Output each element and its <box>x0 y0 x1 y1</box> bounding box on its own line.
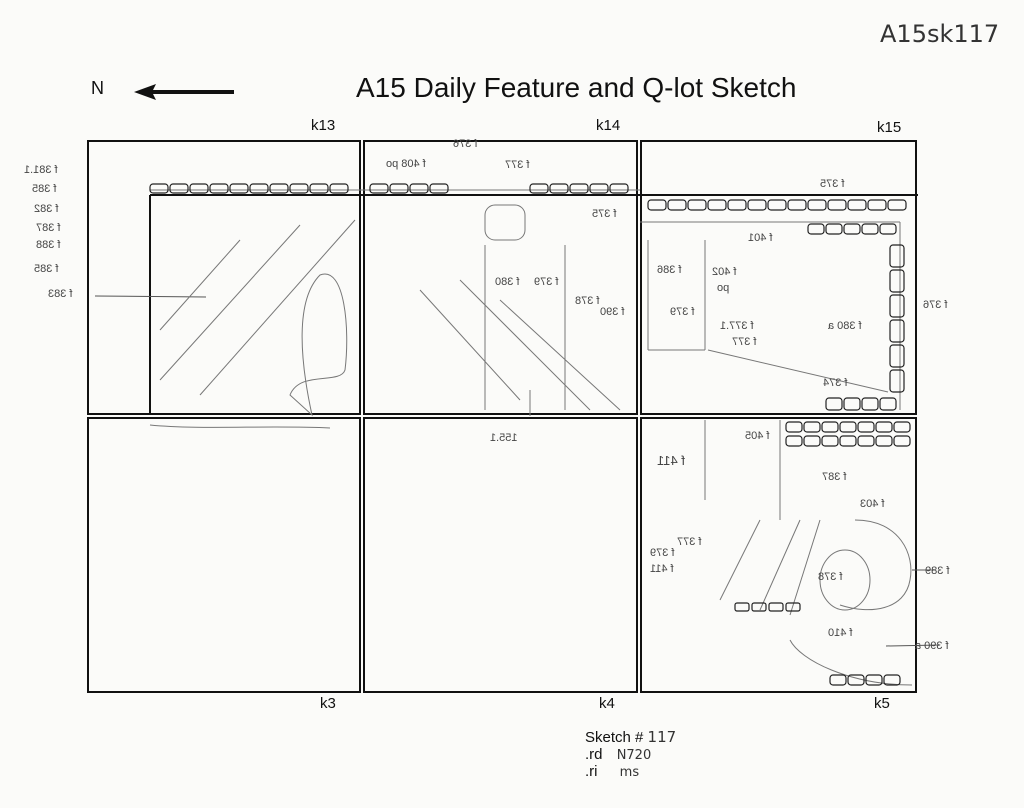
annotation: f 378 <box>575 295 600 307</box>
grid-label-k4: k4 <box>599 695 615 712</box>
sketch-footer: Sketch # 117 .rd N720 .ri ms <box>585 728 676 780</box>
grid-cell-k3 <box>87 417 361 693</box>
grid-label-k3: k3 <box>320 695 336 712</box>
annotation: f 376 <box>453 138 478 150</box>
ri-row: .ri ms <box>585 763 676 780</box>
sketch-number-label: Sketch # <box>585 729 644 746</box>
ri-label: .ri <box>585 763 598 780</box>
annotation: f 380 a <box>828 320 862 332</box>
annotation: f 388 <box>36 239 61 251</box>
annotation: f 375 <box>820 178 845 190</box>
rd-row: .rd N720 <box>585 746 676 763</box>
annotation: f 411 <box>650 563 674 575</box>
annotation: f 410 <box>828 627 853 639</box>
annotation: f 387 <box>822 471 847 483</box>
grid-cell-k13 <box>87 140 361 415</box>
grid-cell-k14 <box>363 140 638 415</box>
annotation: f 411 <box>657 453 685 468</box>
annotation: f 401 <box>748 232 773 244</box>
ri-value: ms <box>619 765 640 780</box>
annotation: f 385 <box>32 183 57 195</box>
grid-label-k13: k13 <box>311 117 336 134</box>
north-label: N <box>91 78 104 98</box>
annotation: po <box>717 282 730 294</box>
grid-cell-k4 <box>363 417 638 693</box>
annotation: f 377 <box>677 536 702 548</box>
page-title: A15 Daily Feature and Q-lot Sketch <box>356 72 797 103</box>
annotation: f 377 <box>732 336 757 348</box>
annotation: f 381.1 <box>24 164 58 176</box>
annotation: f 374 <box>823 377 848 389</box>
annotation: f 380 <box>495 276 520 288</box>
annotation: f 377 <box>505 159 530 171</box>
annotation: f 383 <box>48 288 73 300</box>
annotation: f 385 <box>34 263 59 275</box>
rd-value: N720 <box>616 748 652 763</box>
grid-cell-k15 <box>640 140 917 415</box>
annotation: f 405 <box>745 430 770 442</box>
annotation: f 382 <box>34 203 59 215</box>
sketch-number-value: 117 <box>647 728 677 746</box>
north-arrow-icon <box>134 84 234 100</box>
annotation: f 376 <box>923 299 948 311</box>
annotation: f 408 po <box>386 158 426 170</box>
annotation: f 390 <box>600 306 625 318</box>
annotation: 155.1 <box>490 432 518 444</box>
rd-label: .rd <box>585 746 603 763</box>
grid-cell-k5 <box>640 417 917 693</box>
annotation: f 379 <box>670 306 695 318</box>
annotation: f 402 <box>712 266 737 278</box>
sketch-number-row: Sketch # 117 <box>585 728 676 746</box>
annotation: f 387 <box>36 222 61 234</box>
annotation: f 403 <box>860 498 885 510</box>
annotation: f 379 <box>534 276 559 288</box>
grid-label-k14: k14 <box>596 117 621 134</box>
annotation: f 390 a <box>915 640 949 652</box>
annotation: f 389 <box>925 565 950 577</box>
annotation: f 379 <box>650 547 675 559</box>
annotation: f 386 <box>657 264 682 276</box>
grid-label-k15: k15 <box>877 119 902 136</box>
annotation: f 377.1 <box>720 320 754 332</box>
sheet-id: A15sk117 <box>880 20 1000 48</box>
annotation: f 375 <box>592 208 617 220</box>
annotation: f 378 <box>818 571 843 583</box>
grid-label-k5: k5 <box>874 695 890 712</box>
